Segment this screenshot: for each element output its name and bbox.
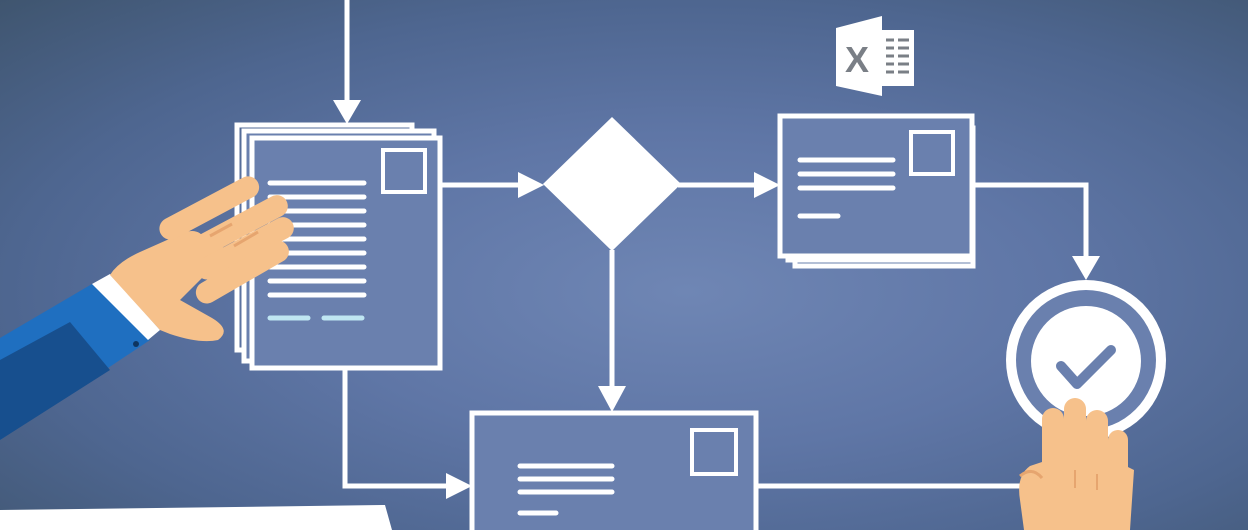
decision-arrowhead — [518, 172, 544, 198]
left-hand — [110, 176, 294, 342]
hand-finger-index — [1064, 398, 1086, 473]
arrowheads — [333, 100, 1100, 499]
excel-icon-letter: X — [845, 39, 869, 80]
bottom-document-text-lines — [517, 463, 615, 516]
bottom-document — [469, 410, 759, 530]
bottom-document-sheet — [469, 410, 759, 530]
excel-icon: X — [836, 16, 914, 96]
left-arm — [0, 274, 160, 440]
incoming-arrowhead — [333, 100, 361, 124]
excel-document-thumbnail-box — [909, 130, 955, 176]
decision-diamond — [543, 117, 681, 251]
hand-palm — [1019, 455, 1134, 530]
bottom-arrowhead-right — [446, 473, 472, 499]
approval-arrowhead — [1072, 256, 1100, 280]
check-circle-icon — [1006, 280, 1166, 440]
sleeve-shadow — [0, 322, 110, 440]
right-hand — [1019, 398, 1134, 530]
excel-document-text-lines — [797, 157, 896, 219]
paper-corner — [0, 505, 392, 530]
doc-to-bottom-line — [342, 368, 448, 489]
shirt-cuff — [92, 274, 160, 340]
connectors — [342, 0, 1089, 489]
left-hand-palm — [110, 231, 230, 342]
excel-to-approval-line — [974, 182, 1089, 258]
bottom-document-thumbnail-box — [690, 428, 738, 476]
document-thumbnail-box — [381, 148, 427, 194]
excel-document — [777, 113, 976, 269]
bottom-arrowhead-down — [598, 386, 626, 412]
excel-arrowhead — [754, 172, 780, 198]
